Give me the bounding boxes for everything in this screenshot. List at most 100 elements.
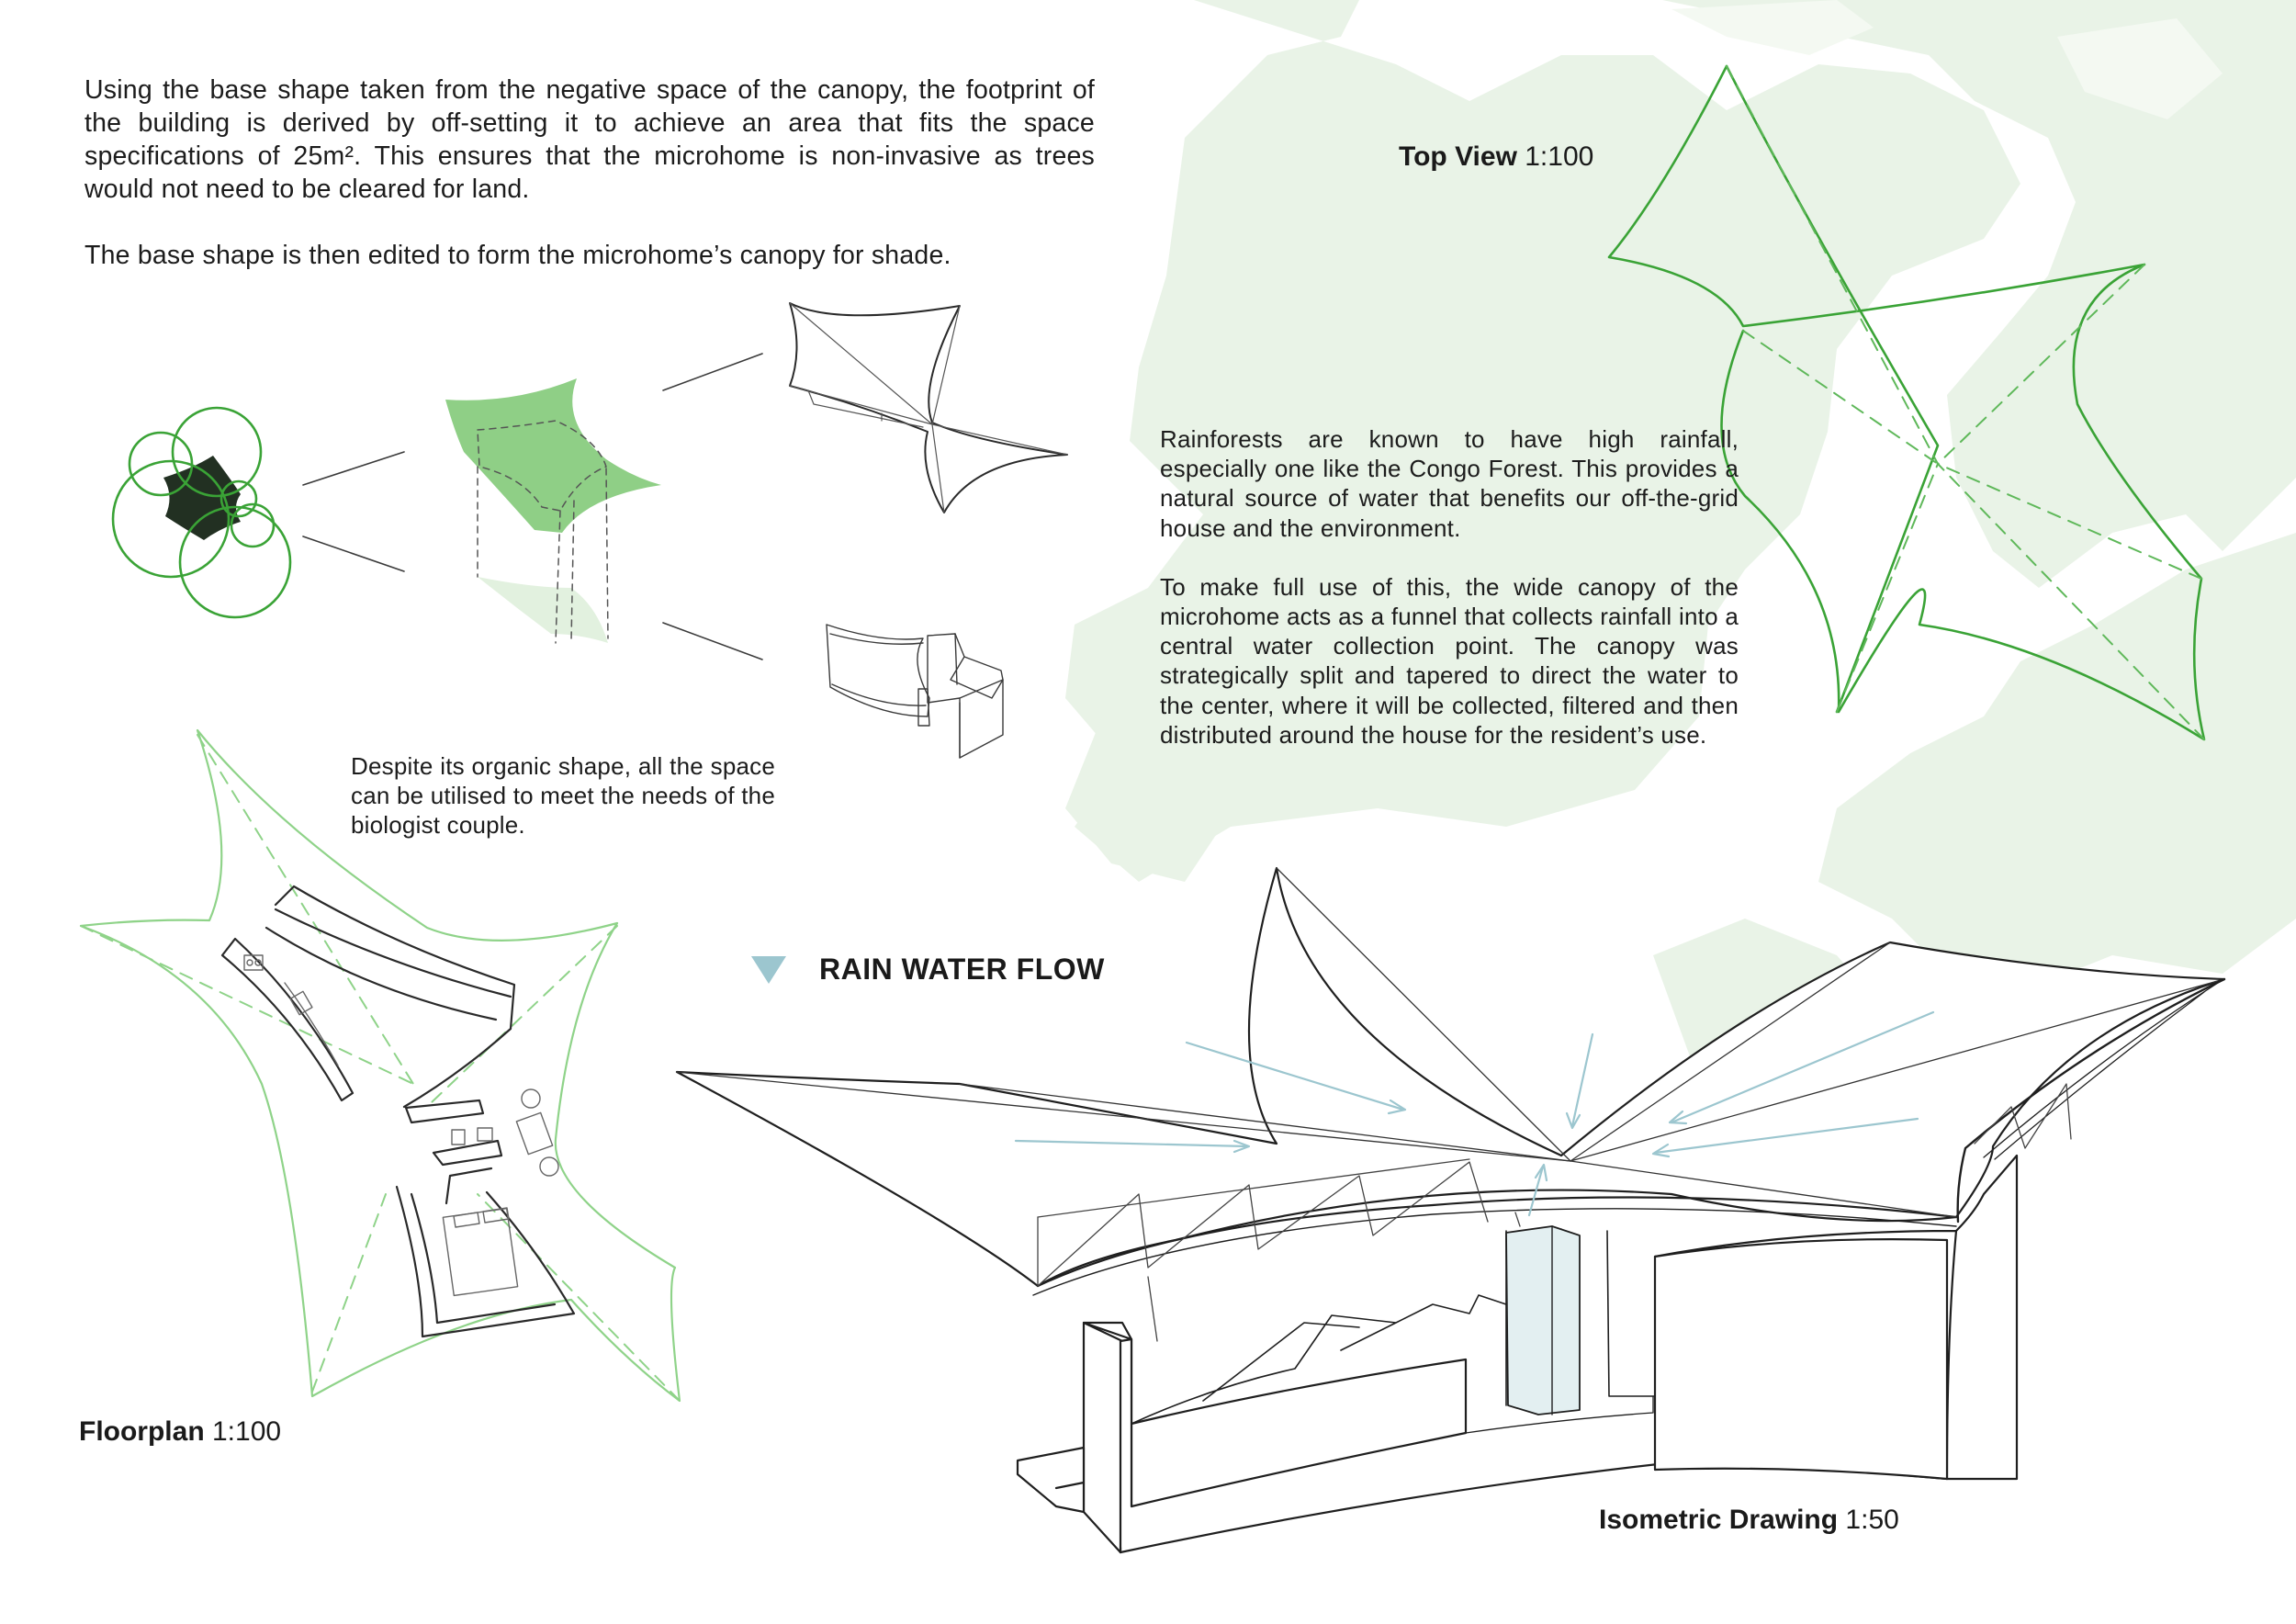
floorplan-seam (197, 734, 414, 1085)
iso-truss (1037, 1161, 1489, 1287)
tree-circle (111, 459, 231, 579)
iso-canopy-seam (1570, 1160, 1957, 1218)
iso-canopy-arm (1983, 982, 2219, 1160)
floorplan-seam (431, 925, 618, 1103)
rain-arrow (1653, 1117, 1919, 1155)
extrusion-line (555, 510, 561, 644)
foliage-shape (1662, 0, 2296, 588)
rain-arrow-head (1232, 1139, 1251, 1154)
rain-arrow (1185, 1041, 1405, 1111)
floorplan-seam (477, 1193, 681, 1402)
tree-circle (128, 431, 194, 497)
connector-line (662, 622, 763, 660)
canopy-seam (789, 385, 933, 425)
iso-canopy-arm (1956, 977, 2226, 1224)
sink-icon (289, 990, 313, 1016)
connector-line (302, 451, 405, 486)
rain-arrow (1527, 1165, 1545, 1217)
rain-arrow-head (1565, 1111, 1581, 1130)
iso-wall-left-front (1119, 1337, 1133, 1554)
rainfall-paragraph-2: To make full use of this, the wide canop… (1160, 572, 1739, 749)
isometric-title: Isometric Drawing (1599, 1505, 1839, 1535)
canopy-edge-support (807, 389, 924, 428)
tree-circles-diagram (111, 406, 292, 619)
iso-canopy-front-edge (1032, 1208, 1957, 1296)
intro-text-block: Using the base shape taken from the nega… (84, 73, 1095, 305)
canopy-seam (931, 423, 1068, 456)
rain-arrows (1014, 1010, 1935, 1217)
extrusion-line (605, 468, 609, 639)
table-icon (515, 1111, 554, 1156)
tree-circle (178, 505, 292, 619)
floorplan-wall (264, 908, 512, 1021)
extrusion-line (570, 500, 575, 642)
burner (254, 959, 262, 966)
foliage-shape (1065, 716, 1221, 882)
tree-circle (219, 479, 258, 518)
basin-icon (477, 1127, 493, 1142)
top-view-canopy-outline (1725, 64, 1940, 714)
iso-truss (1147, 1212, 1521, 1342)
iso-step (1016, 1446, 1086, 1514)
floorplan-drawing (79, 728, 681, 1403)
burner (246, 959, 253, 966)
top-view-drawing (1607, 64, 2206, 741)
canopy-seam (931, 423, 945, 513)
floorplan-seam (311, 1193, 387, 1393)
top-view-seam (1937, 463, 2205, 740)
isometric-label: Isometric Drawing 1:50 (1599, 1505, 1899, 1536)
intro-paragraph-1: Using the base shape taken from the nega… (84, 75, 1095, 204)
iso-wall-left (1082, 1321, 1468, 1508)
rain-water-flow-legend: RAIN WATER FLOW (751, 953, 1105, 987)
top-view-title: Top View (1399, 141, 1517, 172)
foliage-shape (1818, 533, 2296, 992)
stove-icon (243, 954, 264, 971)
top-view-seam (1937, 463, 2202, 580)
footprint-dashed-outline (477, 420, 607, 512)
pillow-icon (453, 1207, 510, 1228)
negative-space-shape (163, 456, 241, 540)
connector-line (662, 353, 763, 391)
iso-truss (1037, 1158, 1470, 1218)
iso-canopy-seam (1276, 867, 1571, 1162)
counter-line (284, 982, 339, 1066)
rainfall-paragraph-1: Rainforests are known to have high rainf… (1160, 425, 1739, 542)
top-view-seam (1937, 264, 2145, 465)
floorplan-wall (432, 1139, 503, 1167)
rain-arrow (1570, 1032, 1594, 1128)
green-canopy-shape (445, 378, 661, 533)
iso-wall-left-front (1082, 1321, 1124, 1554)
floorplan-label: Floorplan 1:100 (79, 1416, 281, 1448)
iso-wall-right (1653, 1154, 2019, 1481)
floorplan-wall (220, 937, 355, 1102)
chair-icon (521, 1088, 541, 1109)
water-tank (1505, 1225, 1581, 1415)
floorplan-wall (445, 1167, 493, 1205)
connector-line (302, 536, 405, 572)
tree-circle (171, 406, 263, 498)
iso-canopy-seam (1570, 942, 1891, 1162)
rain-arrow-head (1534, 1163, 1548, 1182)
rain-arrow (1014, 1139, 1249, 1148)
iso-wall-base (1119, 1457, 1949, 1554)
iso-canopy-front-edge (1036, 1196, 1958, 1288)
floorplan-title: Floorplan (79, 1416, 205, 1447)
intro-paragraph-2: The base shape is then edited to form th… (84, 241, 951, 270)
rain-arrow (1670, 1010, 1935, 1124)
iso-canopy-seam (1570, 978, 2225, 1162)
chair-icon (539, 1156, 559, 1177)
floorplan-scale: 1:100 (212, 1416, 282, 1447)
top-view-seam (1742, 330, 1939, 465)
foliage-highlight (2057, 18, 2223, 119)
top-view-label: Top View 1:100 (1399, 141, 1593, 173)
iso-wall-right (1653, 1238, 1949, 1481)
top-view-seam (1836, 463, 1939, 713)
iso-truss (1974, 1083, 2072, 1149)
rain-arrow-head (1668, 1110, 1688, 1125)
canopy-shadow (478, 577, 608, 643)
tree-circle (230, 502, 276, 548)
canopy-wireframe (789, 302, 1068, 513)
iso-stairs (1131, 1294, 1507, 1425)
foliage-shape (1065, 0, 2020, 882)
